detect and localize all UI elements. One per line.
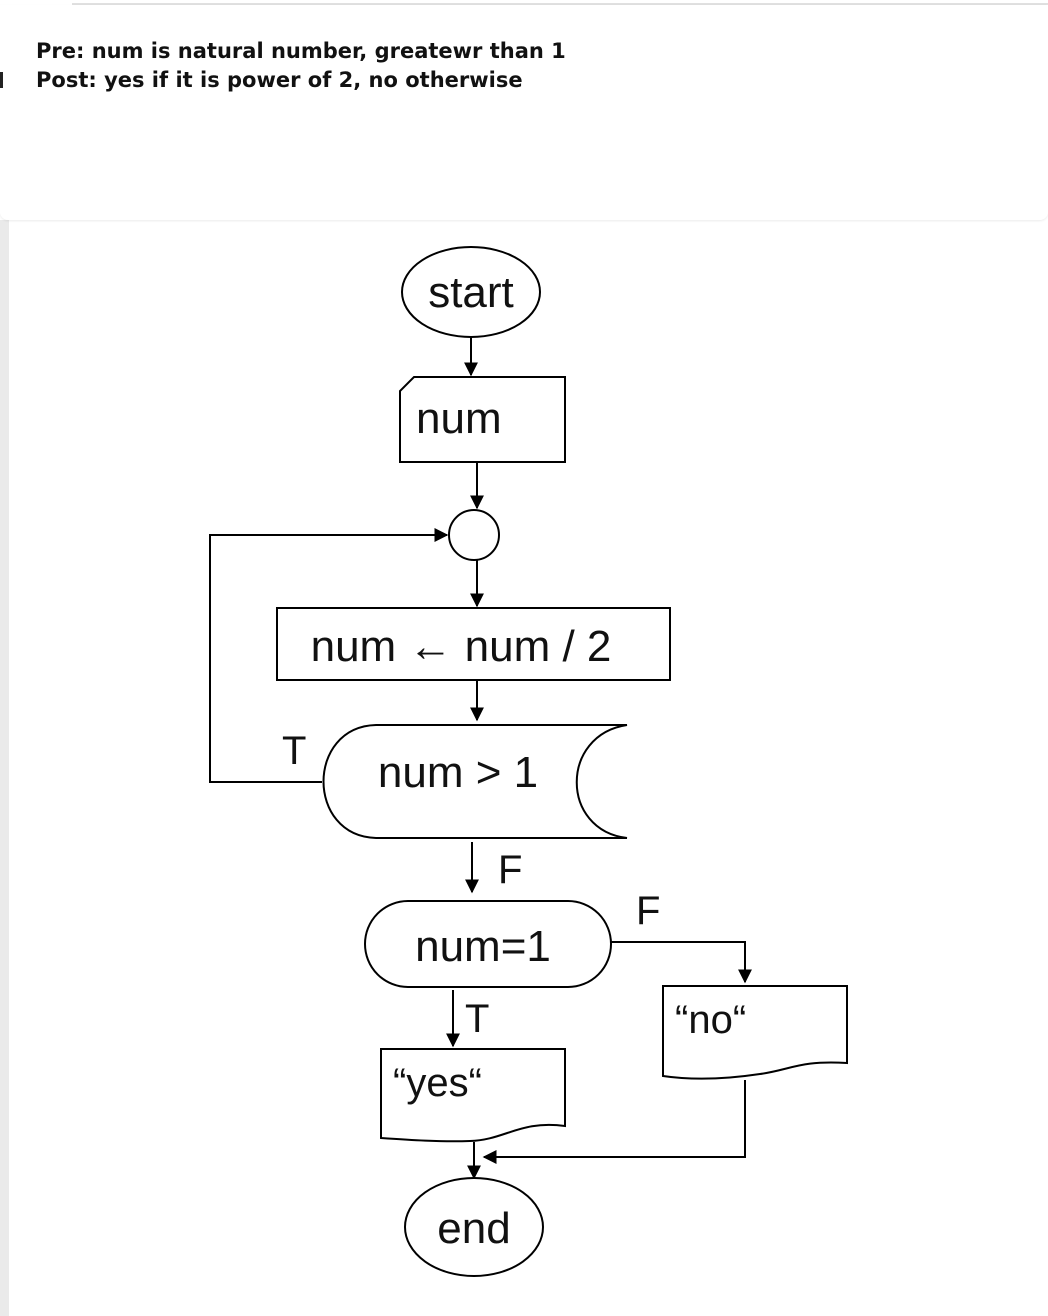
postcondition-text: Post: yes if it is power of 2, no otherw…: [36, 68, 523, 92]
loop-false-label: F: [498, 848, 522, 892]
loop-condition-label: num > 1: [378, 748, 538, 797]
check-true-label: T: [465, 997, 489, 1041]
end-label: end: [437, 1204, 510, 1253]
output-no-document: [662, 985, 848, 1080]
assign-box: [276, 607, 671, 681]
output-yes-label: “yes“: [393, 1061, 482, 1105]
loop-connector: [448, 509, 500, 561]
output-yes-document: [380, 1048, 566, 1143]
margin-tick: [0, 72, 3, 88]
input-box: [399, 376, 566, 463]
specification-card: Pre: num is natural number, greatewr tha…: [0, 5, 1048, 220]
precondition-text: Pre: num is natural number, greatewr tha…: [36, 39, 566, 63]
check-condition-shape: [364, 900, 612, 988]
output-no-label: “no“: [675, 998, 746, 1042]
input-label: num: [416, 394, 502, 443]
arrow-check-to-no: [611, 941, 752, 984]
loop-back-line: [209, 528, 449, 783]
top-border: [72, 3, 1048, 5]
arrow-no-to-end: [482, 1080, 746, 1164]
start-label: start: [428, 268, 514, 317]
loop-true-label: T: [282, 729, 306, 773]
assign-label: num ← num / 2: [311, 622, 612, 671]
check-condition-label: num=1: [415, 922, 551, 971]
end-terminator: [404, 1177, 544, 1277]
check-false-label: F: [636, 889, 660, 933]
loop-condition-shape: [322, 724, 628, 839]
page-left-strip: [0, 220, 9, 1316]
